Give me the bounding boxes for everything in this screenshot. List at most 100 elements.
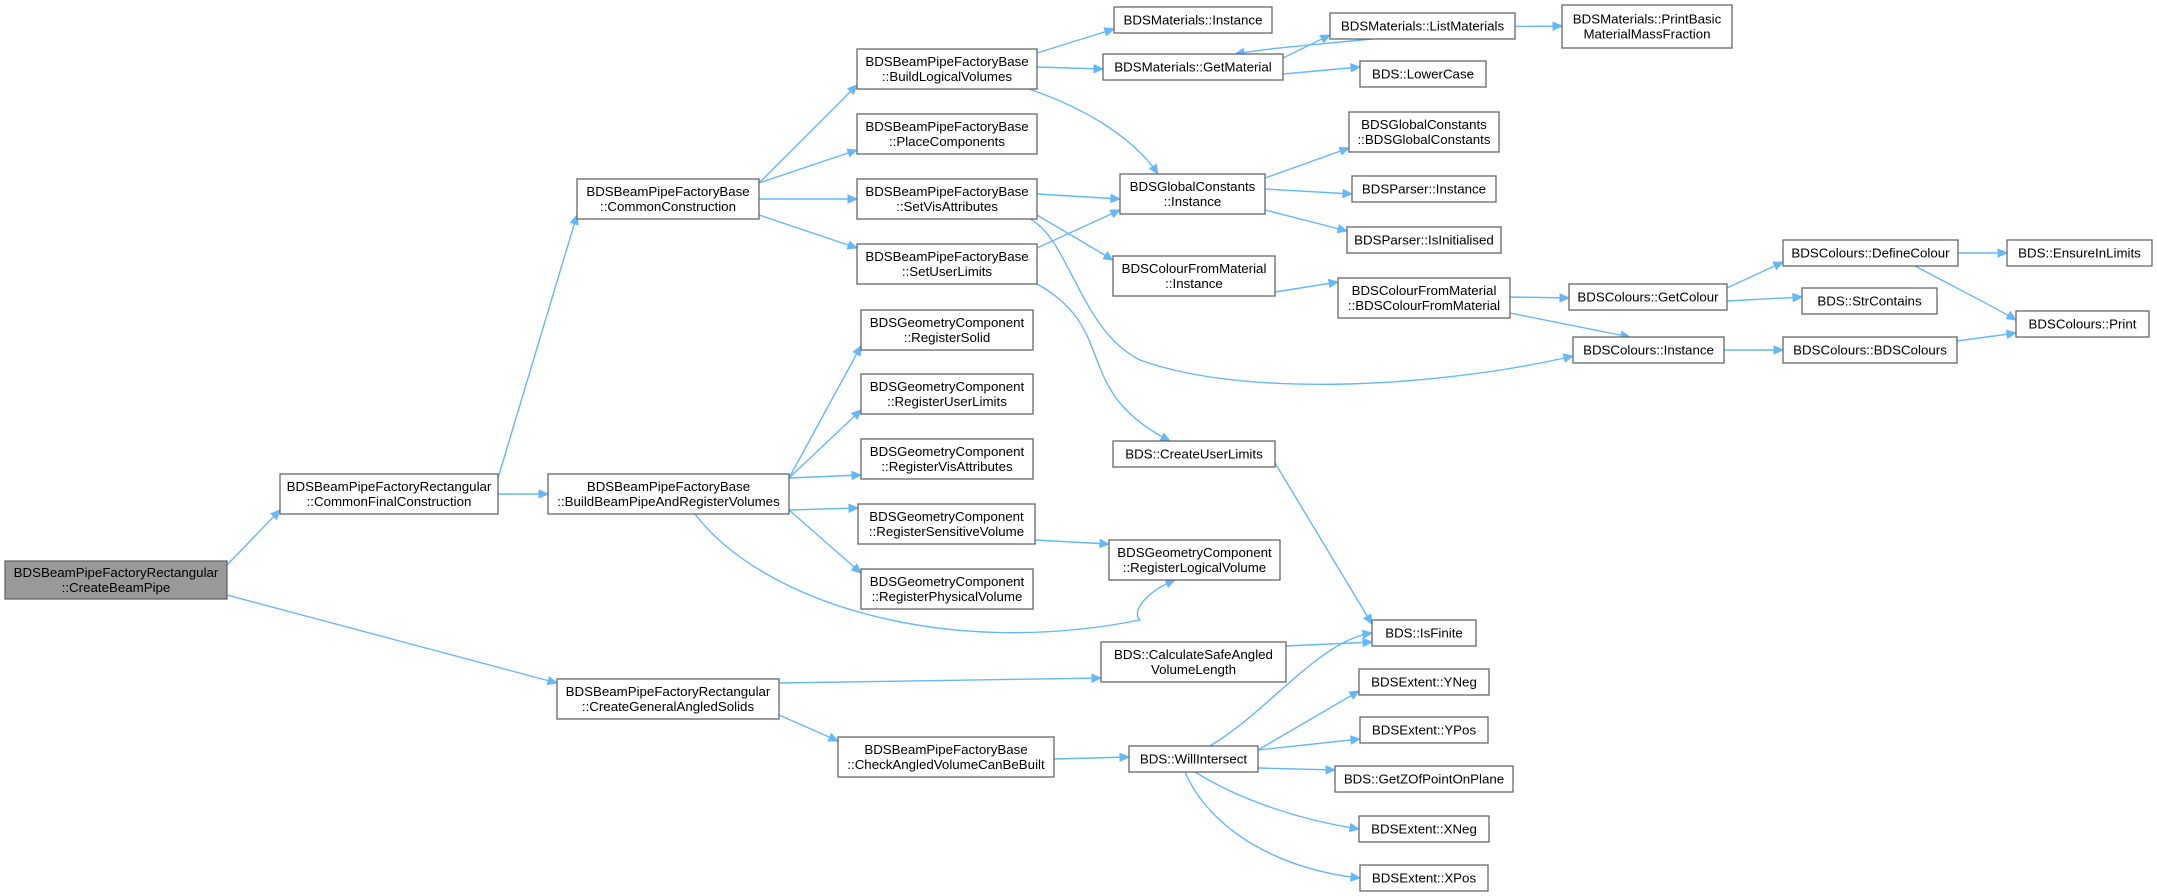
edge-line	[1034, 539, 1110, 545]
edge-line	[1029, 218, 1574, 386]
edge-line	[1036, 209, 1121, 249]
arrowhead-icon	[1159, 432, 1172, 442]
node-get_z_of_point_on_plane[interactable]: BDS::GetZOfPointOnPlane	[1334, 765, 1514, 793]
edge-will_intersect-to-extent_xneg	[1194, 771, 1361, 833]
node-colour_from_material_instance[interactable]: BDSColourFromMaterial::Instance	[1112, 255, 1276, 297]
edge-line	[1285, 641, 1373, 647]
edge-colours_define_colour-to-ensure_in_limits	[1958, 248, 2009, 258]
node-box	[1128, 745, 1259, 773]
node-extent_yneg[interactable]: BDSExtent::YNeg	[1358, 668, 1490, 696]
edge-line	[788, 507, 859, 511]
node-label: ::SetUserLimits	[902, 264, 992, 279]
node-register_vis_attributes[interactable]: BDSGeometryComponent::RegisterVisAttribu…	[860, 438, 1034, 480]
node-extent_xpos[interactable]: BDSExtent::XPos	[1359, 864, 1489, 892]
node-box	[860, 309, 1034, 351]
edge-line	[1726, 296, 1803, 302]
node-build_beam_pipe_and_register_volumes[interactable]: BDSBeamPipeFactoryBase::BuildBeamPipeAnd…	[547, 473, 790, 515]
node-place_components[interactable]: BDSBeamPipeFactoryBase::PlaceComponents	[856, 113, 1038, 155]
node-label: BDSMaterials::GetMaterial	[1114, 60, 1271, 75]
edge-line	[778, 677, 1102, 684]
arrowhead-icon	[2005, 329, 2018, 340]
node-extent_ypos[interactable]: BDSExtent::YPos	[1359, 716, 1489, 744]
edge-common_construction-to-set_user_limits	[758, 214, 859, 250]
node-box	[860, 568, 1034, 610]
node-box	[860, 438, 1034, 480]
edge-line	[1209, 632, 1373, 747]
node-box	[857, 503, 1036, 545]
arrowhead-icon	[1148, 163, 1159, 176]
arrowhead-icon	[1102, 251, 1115, 261]
node-label: BDSBeamPipeFactoryBase	[586, 184, 749, 199]
node-global_constants_instance[interactable]: BDSGlobalConstants::Instance	[1119, 173, 1266, 215]
node-label: BDS::WillIntersect	[1140, 752, 1247, 767]
node-lower_case[interactable]: BDS::LowerCase	[1359, 60, 1487, 88]
node-register_solid[interactable]: BDSGeometryComponent::RegisterSolid	[860, 309, 1034, 351]
node-box	[1337, 277, 1511, 319]
node-colours_define_colour[interactable]: BDSColours::DefineColour	[1782, 239, 1959, 267]
arrowhead-icon	[1342, 188, 1354, 199]
node-register_sensitive_volume[interactable]: BDSGeometryComponent::RegisterSensitiveV…	[857, 503, 1036, 545]
node-materials_get_material[interactable]: BDSMaterials::GetMaterial	[1102, 53, 1284, 81]
node-box	[2015, 310, 2150, 338]
arrowhead-icon	[1099, 538, 1111, 549]
node-label: BDSParser::IsInitialised	[1354, 233, 1494, 248]
node-set_vis_attributes[interactable]: BDSBeamPipeFactoryBase::SetVisAttributes	[856, 178, 1038, 220]
node-is_finite[interactable]: BDS::IsFinite	[1371, 619, 1477, 647]
node-label: BDSMaterials::Instance	[1124, 13, 1263, 28]
node-box	[1359, 60, 1487, 88]
edge-line	[497, 214, 578, 479]
edge-line	[1036, 283, 1171, 442]
node-box	[837, 736, 1055, 778]
edge-line	[1726, 261, 1784, 289]
node-label: BDSBeamPipeFactoryBase	[865, 119, 1028, 134]
node-parser_instance[interactable]: BDSParser::Instance	[1351, 175, 1497, 203]
node-colours_bdscolours[interactable]: BDSColours::BDSColours	[1782, 336, 1958, 364]
node-extent_xneg[interactable]: BDSExtent::XNeg	[1358, 815, 1490, 843]
node-materials_instance[interactable]: BDSMaterials::Instance	[1113, 6, 1273, 34]
node-register_user_limits[interactable]: BDSGeometryComponent::RegisterUserLimits	[860, 373, 1034, 415]
edge-line	[778, 714, 839, 742]
arrowhead-icon	[1325, 764, 1337, 775]
node-build_logical_volumes[interactable]: BDSBeamPipeFactoryBase::BuildLogicalVolu…	[856, 48, 1038, 90]
node-label: BDSBeamPipeFactoryRectangular	[287, 479, 492, 494]
node-str_contains[interactable]: BDS::StrContains	[1801, 287, 1938, 315]
node-create_user_limits[interactable]: BDS::CreateUserLimits	[1112, 440, 1276, 468]
node-register_physical_volume[interactable]: BDSGeometryComponent::RegisterPhysicalVo…	[860, 568, 1034, 610]
node-common_final_construction[interactable]: BDSBeamPipeFactoryRectangular::CommonFin…	[279, 473, 499, 515]
node-label: BDSGeometryComponent	[870, 574, 1025, 589]
arrowhead-icon	[846, 148, 859, 158]
node-colours_print[interactable]: BDSColours::Print	[2015, 310, 2150, 338]
node-colour_from_material_ctor[interactable]: BDSColourFromMaterial::BDSColourFromMate…	[1337, 277, 1511, 319]
node-label: BDS::CalculateSafeAngled	[1114, 647, 1273, 662]
node-ensure_in_limits[interactable]: BDS::EnsureInLimits	[2006, 239, 2153, 267]
node-global_constants_ctor[interactable]: BDSGlobalConstants::BDSGlobalConstants	[1348, 111, 1500, 153]
node-box	[279, 473, 499, 515]
edge-global_constants_instance-to-global_constants_ctor	[1264, 146, 1351, 179]
node-box	[1112, 440, 1276, 468]
node-materials_list_materials[interactable]: BDSMaterials::ListMaterials	[1329, 12, 1516, 40]
node-label: ::CreateBeamPipe	[62, 580, 171, 595]
node-parser_is_initialised[interactable]: BDSParser::IsInitialised	[1346, 226, 1502, 254]
edge-line	[1264, 147, 1350, 179]
arrowhead-icon	[1773, 345, 1785, 355]
node-label: ::BuildBeamPipeAndRegisterVolumes	[557, 494, 780, 509]
node-register_logical_volume[interactable]: BDSGeometryComponent::RegisterLogicalVol…	[1108, 539, 1281, 581]
edge-colour_from_material_ctor-to-colours_get_colour	[1509, 293, 1571, 303]
node-create_beam_pipe[interactable]: BDSBeamPipeFactoryRectangular::CreateBea…	[4, 560, 228, 600]
node-common_construction[interactable]: BDSBeamPipeFactoryBase::CommonConstructi…	[576, 178, 760, 220]
node-check_angled_volume_can_be_built[interactable]: BDSBeamPipeFactoryBase::CheckAngledVolum…	[837, 736, 1055, 778]
node-label: BDSBeamPipeFactoryBase	[865, 54, 1028, 69]
edge-line	[1194, 771, 1360, 830]
node-box	[1119, 173, 1266, 215]
node-set_user_limits[interactable]: BDSBeamPipeFactoryBase::SetUserLimits	[856, 243, 1038, 285]
arrowhead-icon	[1350, 63, 1362, 73]
edge-create_user_limits-to-is_finite	[1274, 462, 1373, 626]
edge-line	[788, 345, 862, 479]
node-colours_get_colour[interactable]: BDSColours::GetColour	[1568, 283, 1728, 311]
node-colours_instance[interactable]: BDSColours::Instance	[1572, 336, 1725, 364]
node-will_intersect[interactable]: BDS::WillIntersect	[1128, 745, 1259, 773]
node-materials_print_basic_mass_fraction[interactable]: BDSMaterials::PrintBasicMaterialMassFrac…	[1561, 4, 1733, 49]
node-create_general_angled_solids[interactable]: BDSBeamPipeFactoryRectangular::CreateGen…	[556, 678, 780, 720]
